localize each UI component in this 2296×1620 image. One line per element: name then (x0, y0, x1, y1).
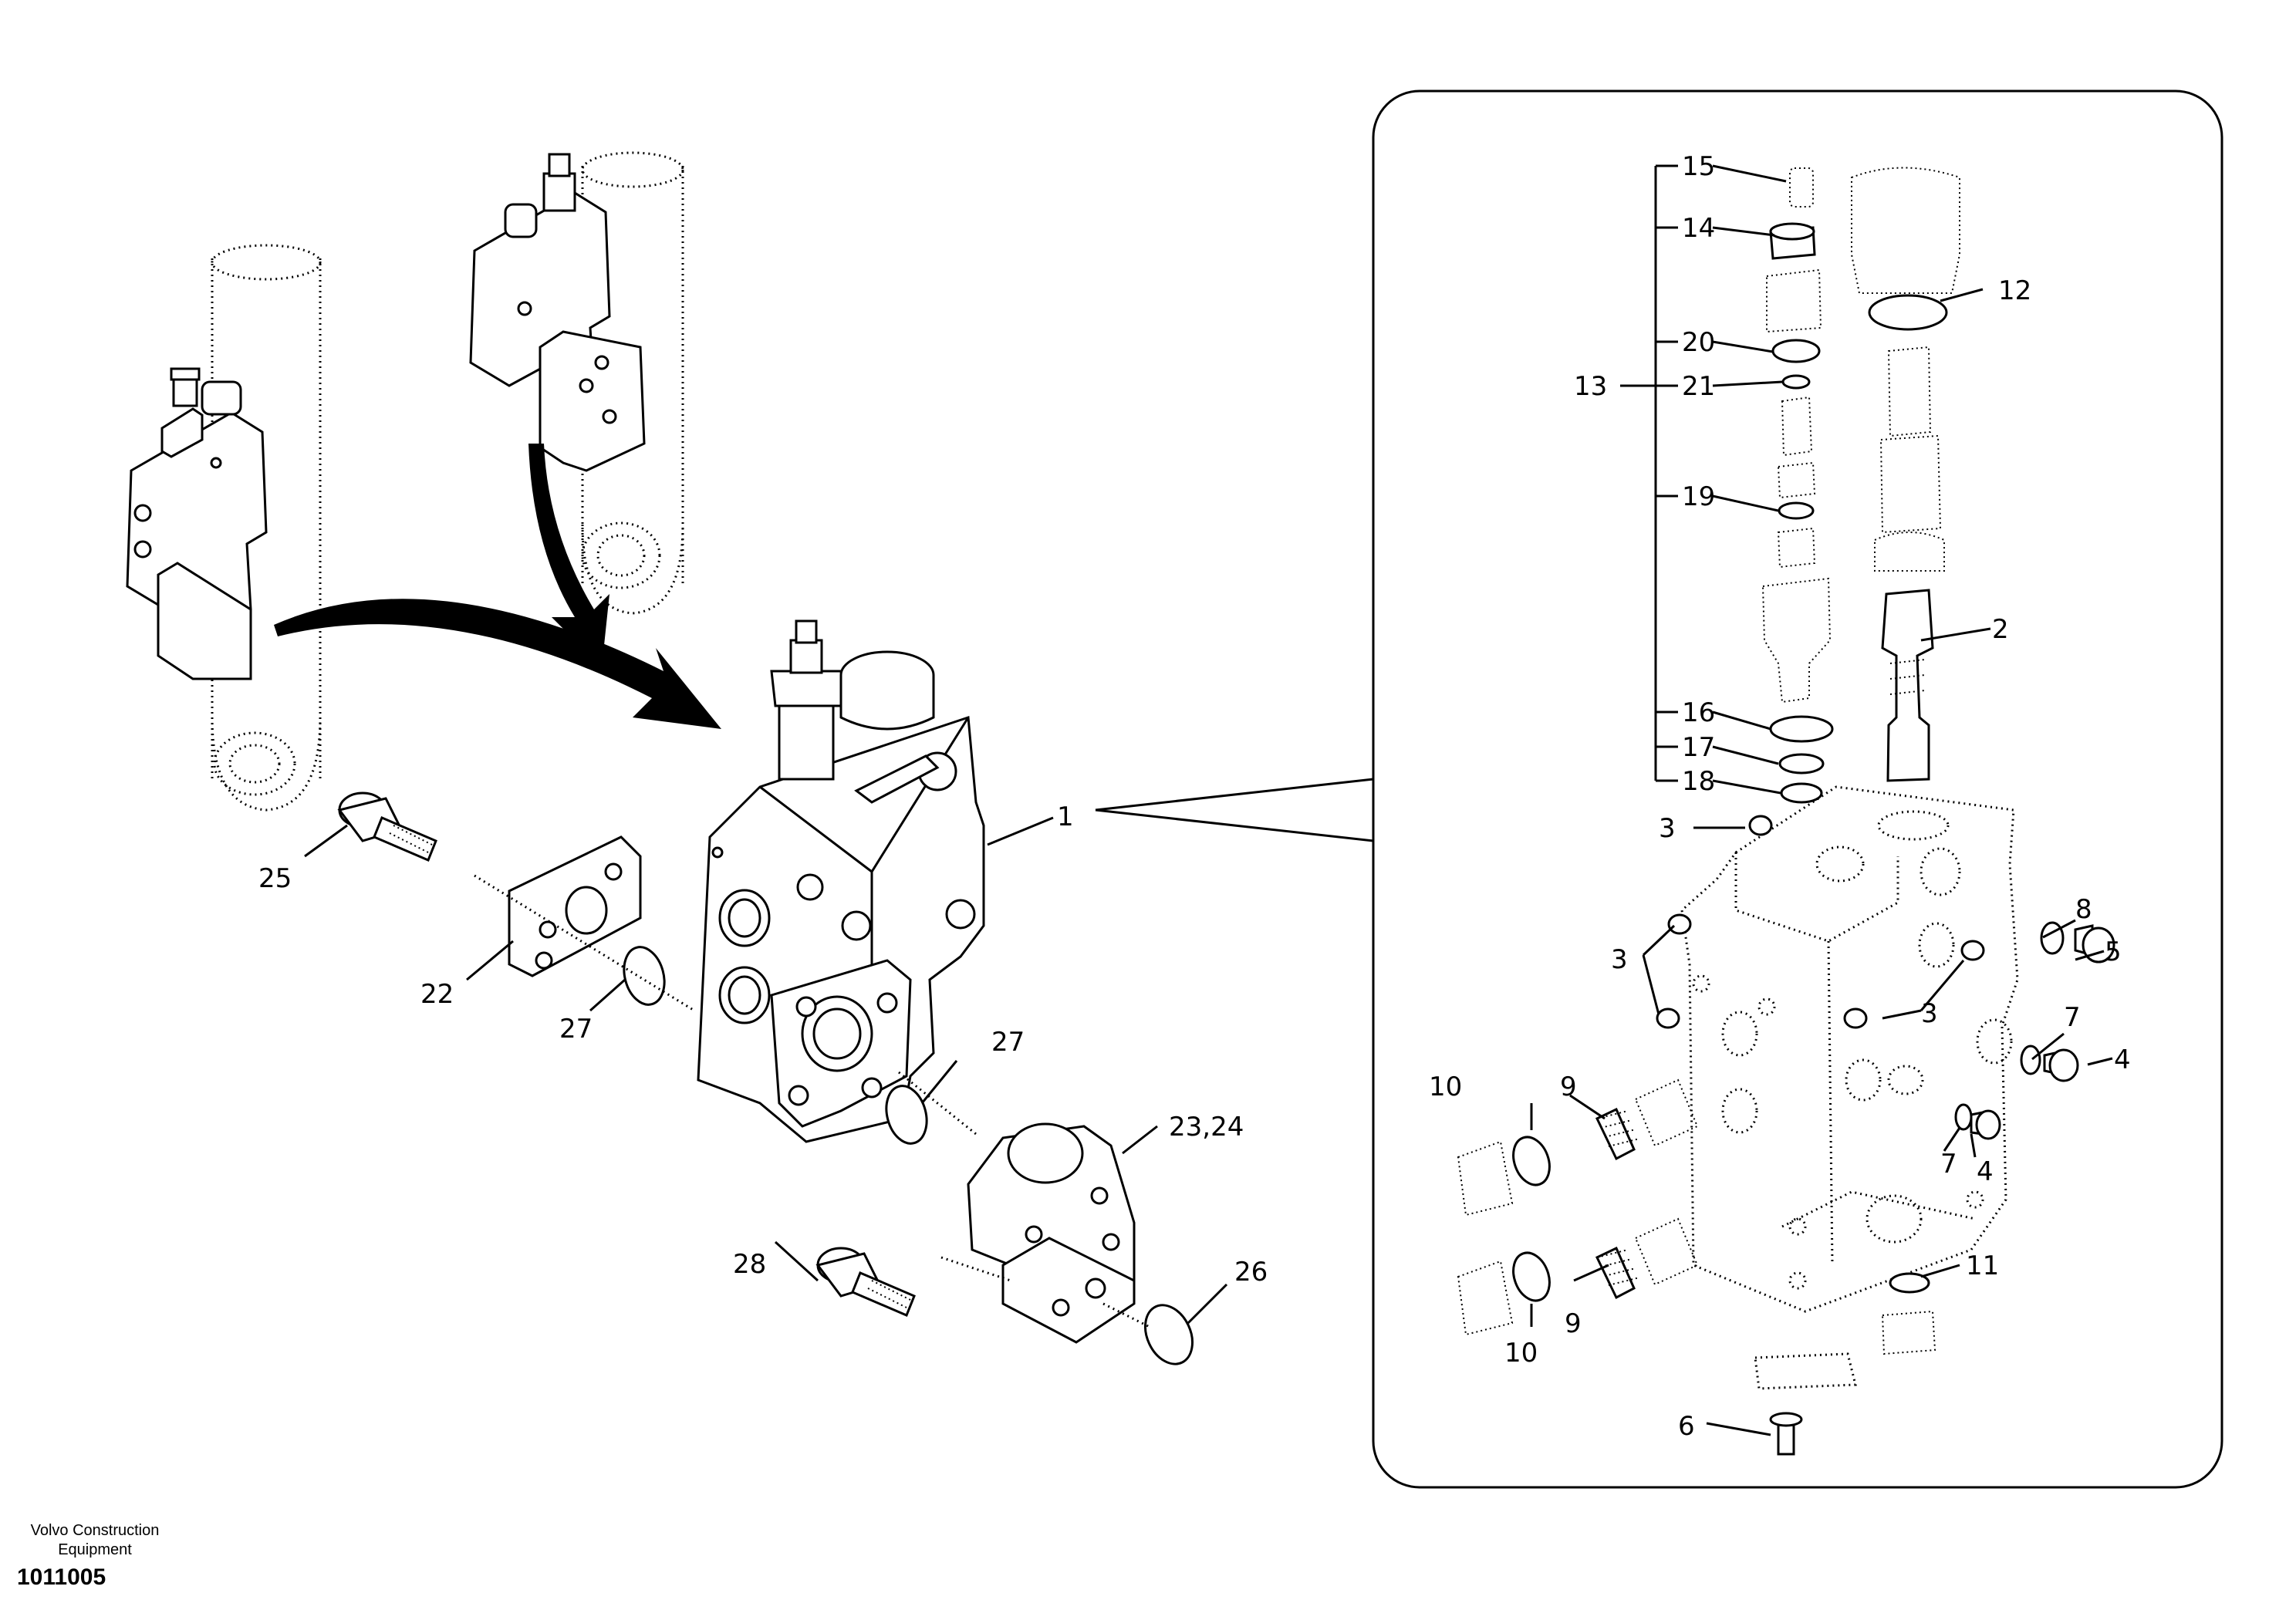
detail-spool-stack (1761, 167, 1834, 804)
callout-15: 15 (1682, 151, 1715, 182)
callout-17: 17 (1682, 732, 1715, 763)
flange-22 (508, 835, 642, 977)
callout-1: 1 (1057, 802, 1074, 832)
callout-26: 26 (1234, 1257, 1268, 1288)
callout-14: 14 (1682, 213, 1715, 244)
callout-6: 6 (1678, 1411, 1695, 1442)
callout-3: 3 (1921, 998, 1938, 1029)
callout-2: 2 (1992, 614, 2009, 645)
context-valve-right (469, 151, 684, 615)
callout-27: 27 (559, 1014, 593, 1045)
callout-11: 11 (1966, 1250, 1999, 1281)
group-13-bracket (1620, 164, 1678, 782)
callout-5: 5 (2105, 937, 2122, 967)
callout-4: 4 (1977, 1156, 1994, 1187)
detail-springs-and-plugs (1457, 1078, 1699, 1336)
callout-21: 21 (1682, 371, 1715, 402)
assembly-guides (474, 874, 1150, 1328)
callout-10: 10 (1504, 1338, 1538, 1369)
detail-bottom-parts (1754, 1272, 1936, 1456)
bolt-25 (337, 791, 437, 862)
callout-20: 20 (1682, 327, 1715, 358)
o-ring-26 (1144, 1304, 1194, 1365)
detail-leader (1095, 778, 1374, 842)
callout-10: 10 (1429, 1072, 1462, 1102)
context-valve-left (126, 244, 322, 812)
detail-plugs-3 (1656, 815, 1985, 1029)
callout-25: 25 (258, 863, 292, 894)
publisher-line-2: Equipment (58, 1541, 132, 1558)
callout-7: 7 (2064, 1002, 2081, 1033)
assembly-arrows (274, 444, 721, 729)
callout-9: 9 (1565, 1308, 1582, 1339)
detail-panel (1372, 89, 2223, 1489)
callout-18: 18 (1682, 766, 1715, 797)
figure-number: 1011005 (17, 1564, 106, 1590)
leader-lines (304, 164, 2113, 1436)
callout-22: 22 (420, 979, 454, 1010)
callout-7: 7 (1940, 1149, 1957, 1180)
callout-12: 12 (1998, 275, 2031, 306)
callout-13: 13 (1574, 371, 1607, 402)
publisher-line-1: Volvo Construction (30, 1522, 160, 1539)
detail-valve-body (1680, 785, 2019, 1313)
o-ring-27-right (885, 1085, 928, 1145)
o-ring-27-left (623, 946, 666, 1006)
callout-4: 4 (2114, 1045, 2131, 1075)
callout-9: 9 (1560, 1072, 1577, 1102)
callout-23-24: 23,24 (1169, 1112, 1244, 1142)
callout-3: 3 (1659, 813, 1676, 844)
callout-8: 8 (2075, 894, 2092, 925)
publisher-label: Volvo Construction Equipment (14, 1521, 176, 1560)
main-valve-assembly (697, 619, 985, 1143)
detail-spool-2-stack (1851, 167, 1960, 782)
cover-23-24 (967, 1122, 1136, 1344)
callout-16: 16 (1682, 697, 1715, 728)
callout-27: 27 (991, 1027, 1025, 1058)
callout-3: 3 (1611, 944, 1628, 975)
callout-19: 19 (1682, 481, 1715, 512)
callout-28: 28 (733, 1249, 766, 1280)
bolt-28 (815, 1247, 916, 1317)
